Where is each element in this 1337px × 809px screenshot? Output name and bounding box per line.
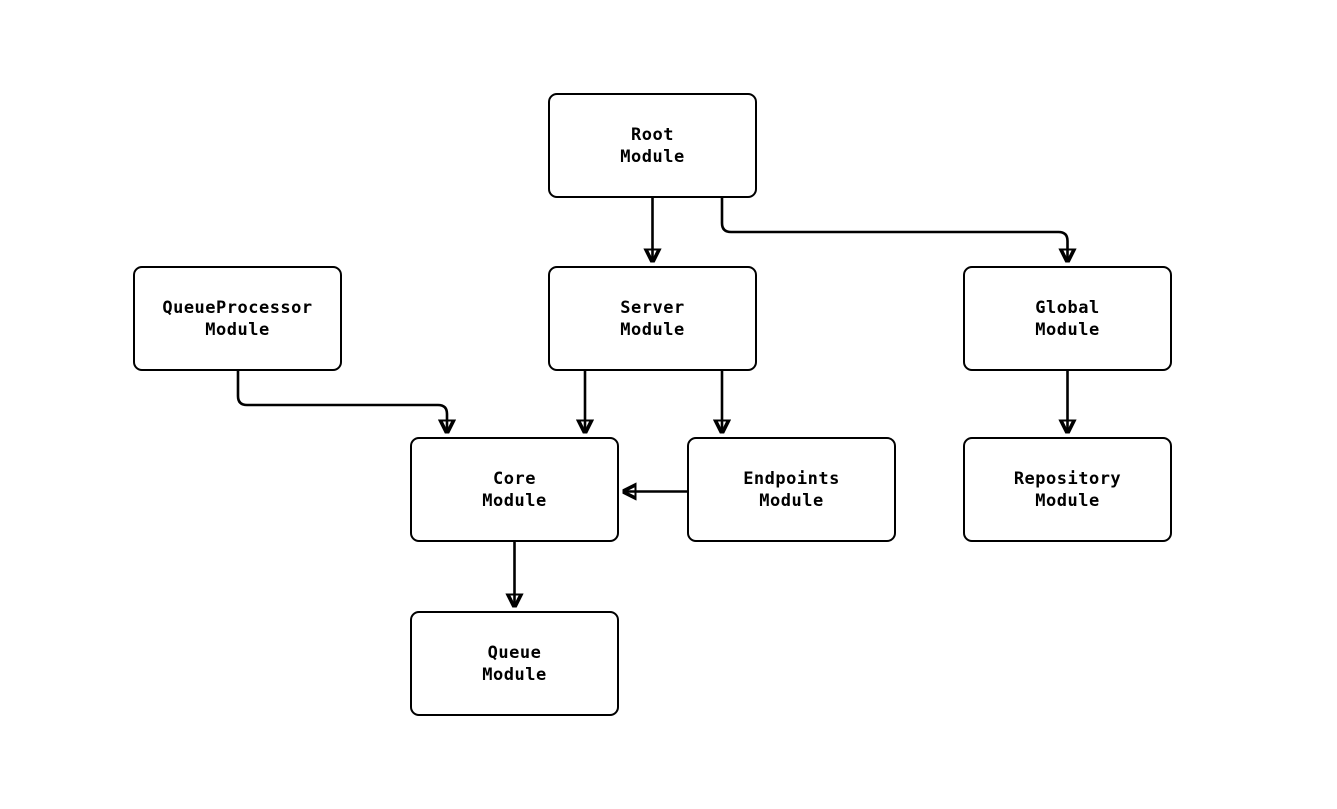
node-global-module-label: Global Module: [1035, 297, 1100, 340]
node-repository-module: Repository Module: [963, 437, 1172, 542]
node-queue-module-label: Queue Module: [482, 642, 547, 685]
node-repository-module-label: Repository Module: [1013, 468, 1122, 511]
edge-root-to-global: [720, 197, 1068, 262]
node-server-module: Server Module: [548, 266, 757, 371]
node-core-module: Core Module: [410, 437, 619, 542]
node-server-module-label: Server Module: [620, 297, 685, 340]
node-root-module: Root Module: [548, 93, 757, 198]
node-queueprocessor-module-label: QueueProcessor Module: [162, 297, 313, 340]
node-endpoints-module: Endpoints Module: [687, 437, 896, 542]
node-endpoints-module-label: Endpoints Module: [743, 468, 840, 511]
edge-queueprocessor-to-core: [236, 370, 447, 433]
node-global-module: Global Module: [963, 266, 1172, 371]
node-root-module-label: Root Module: [620, 124, 685, 167]
node-queue-module: Queue Module: [410, 611, 619, 716]
node-core-module-label: Core Module: [482, 468, 547, 511]
node-queueprocessor-module: QueueProcessor Module: [133, 266, 342, 371]
